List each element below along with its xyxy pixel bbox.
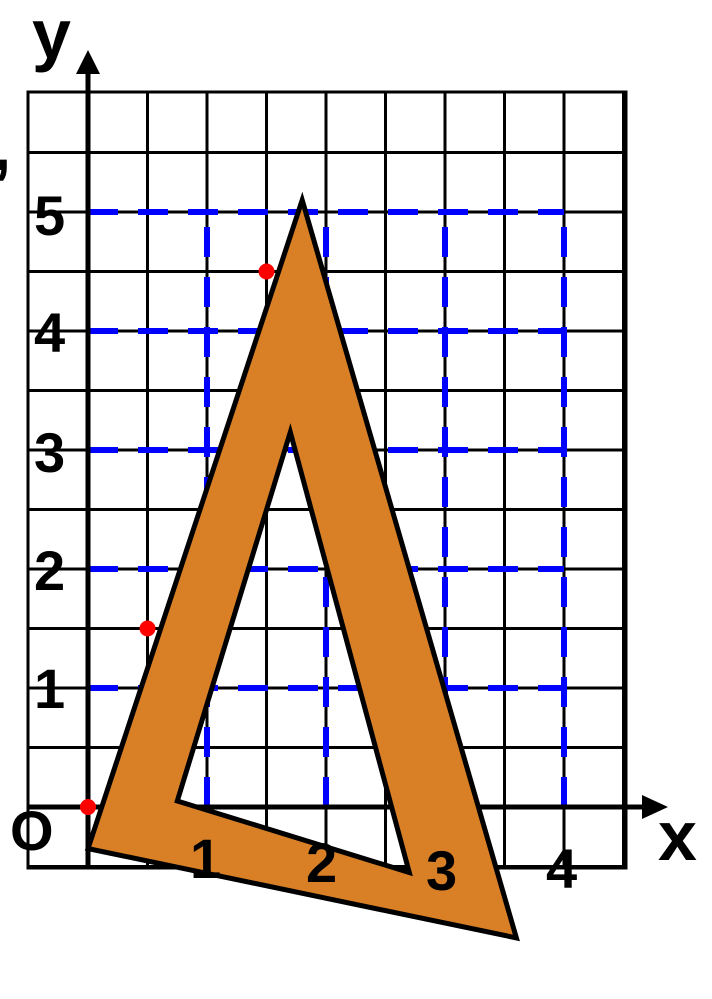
red-point-1 [80, 799, 96, 815]
x-tick-label-1: 1 [190, 827, 221, 890]
stray-comma-mark: , [0, 107, 11, 185]
x-tick-label-4: 4 [546, 837, 577, 900]
x-tick-label-2: 2 [306, 831, 337, 894]
origin-label: O [10, 799, 54, 862]
y-tick-label-1: 1 [34, 657, 65, 720]
y-tick-label-2: 2 [34, 539, 65, 602]
y-tick-label-5: 5 [34, 184, 65, 247]
red-point-2 [139, 620, 156, 637]
y-axis-label: y [32, 0, 71, 73]
y-tick-label-3: 3 [34, 421, 65, 484]
x-axis-label: x [658, 797, 697, 875]
y-axis-arrowhead [76, 50, 100, 74]
x-axis-arrowhead [642, 795, 668, 819]
red-point-3 [258, 263, 275, 280]
red-points [80, 263, 275, 815]
labels: y x O , 1 2 3 4 1 2 3 4 5 [0, 0, 697, 902]
triangle-ruler [84, 191, 520, 942]
y-tick-label-4: 4 [34, 301, 65, 364]
x-tick-label-3: 3 [426, 839, 457, 902]
